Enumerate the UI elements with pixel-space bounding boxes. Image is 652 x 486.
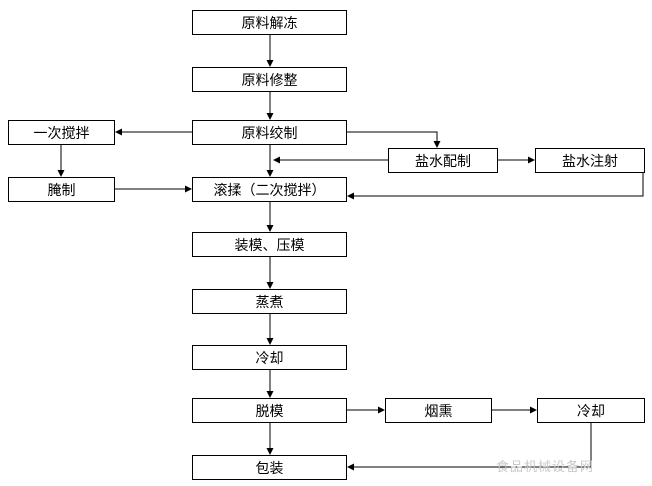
node-demold: 脱模 bbox=[192, 398, 347, 423]
node-cure: 腌制 bbox=[8, 177, 115, 202]
node-pack: 包装 bbox=[192, 455, 347, 480]
node-brine-prep: 盐水配制 bbox=[388, 148, 498, 173]
watermark-text: 食品机械设备网 bbox=[496, 460, 595, 475]
node-thaw: 原料解冻 bbox=[192, 10, 347, 35]
node-cool-1: 冷却 bbox=[192, 345, 347, 370]
node-cool-2: 冷却 bbox=[537, 398, 645, 423]
node-brine-inject: 盐水注射 bbox=[535, 148, 645, 173]
node-grind: 原料绞制 bbox=[192, 120, 347, 145]
node-smoke: 烟熏 bbox=[385, 398, 492, 423]
node-trim: 原料修整 bbox=[192, 67, 347, 92]
node-first-mix: 一次搅拌 bbox=[8, 120, 115, 145]
node-cook: 蒸煮 bbox=[192, 289, 347, 314]
node-mold: 装模、压模 bbox=[192, 232, 347, 257]
node-tumble: 滚揉（二次搅拌） bbox=[192, 177, 347, 202]
